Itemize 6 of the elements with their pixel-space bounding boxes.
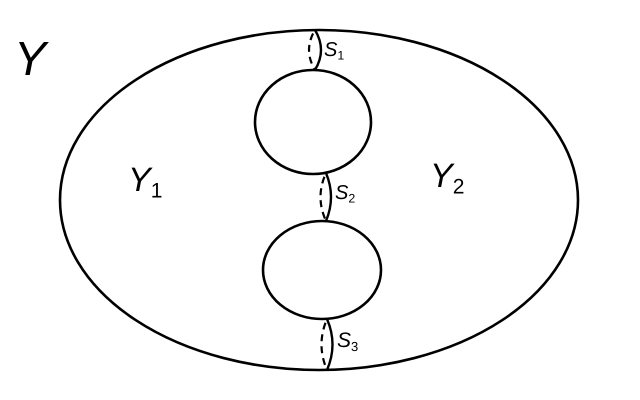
curve-label: S$_{1}$ <box>324 40 344 60</box>
curve-label: S$_{3}$ <box>337 330 358 351</box>
region-label: Y$_{1}$ <box>128 163 162 197</box>
curve-label: S$_{2}$ <box>335 183 356 203</box>
region-label: Y$_{2}$ <box>430 159 464 193</box>
space-label: Y <box>14 36 46 84</box>
